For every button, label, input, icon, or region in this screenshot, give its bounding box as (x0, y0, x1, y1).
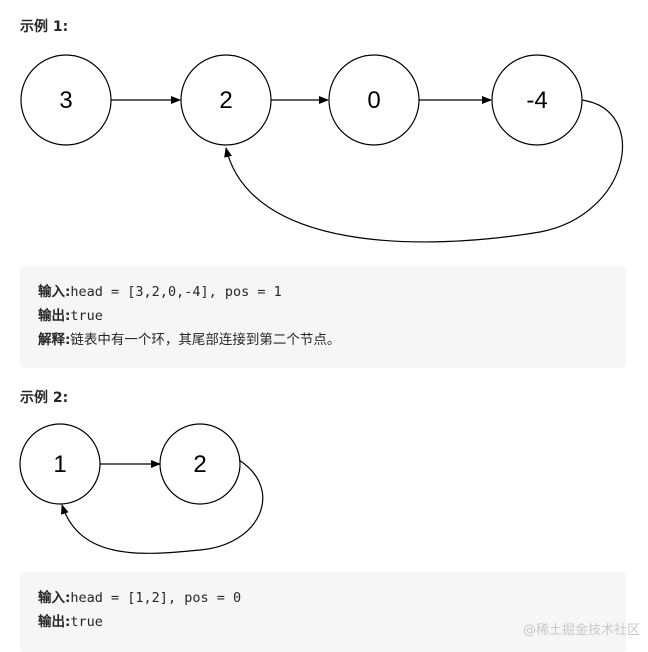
example-2-diagram: 1 2 (19, 423, 264, 554)
explanation-value: 链表中有一个环，其尾部连接到第二个节点。 (70, 332, 341, 348)
explanation-label: 解释: (38, 332, 71, 348)
input-value: head = [3,2,0,-4], pos = 1 (70, 284, 282, 300)
node-value: -4 (526, 87, 547, 114)
example-1-diagram: 3 2 0 -4 (20, 54, 624, 243)
explanation-line: 解释:链表中有一个环，其尾部连接到第二个节点。 (38, 328, 608, 352)
output-value: true (70, 308, 103, 324)
node-value: 2 (193, 451, 206, 478)
node-value: 0 (367, 87, 380, 114)
output-line: 输出:true (38, 304, 608, 328)
list-node: -4 (491, 54, 583, 146)
node-value: 1 (53, 451, 66, 478)
cycle-arrow (224, 99, 624, 243)
example-2-code-block: 输入:head = [1,2], pos = 0 输出:true (20, 572, 626, 652)
output-value: true (70, 614, 103, 630)
example-2-heading: 示例 2: (20, 390, 69, 406)
input-label: 输入: (38, 590, 71, 606)
node-value: 2 (219, 87, 232, 114)
example-1-heading: 示例 1: (20, 19, 69, 35)
output-line: 输出:true (38, 610, 608, 634)
input-label: 输入: (38, 284, 71, 300)
example-1-code-block: 输入:head = [3,2,0,-4], pos = 1 输出:true 解释… (20, 266, 626, 368)
cycle-arrow (61, 459, 264, 554)
input-line: 输入:head = [1,2], pos = 0 (38, 586, 608, 610)
watermark: @稀土掘金技术社区 (522, 623, 640, 638)
list-node: 2 (180, 54, 272, 146)
list-node: 1 (19, 423, 101, 505)
node-value: 3 (59, 87, 72, 114)
input-line: 输入:head = [3,2,0,-4], pos = 1 (38, 280, 608, 304)
output-label: 输出: (38, 308, 71, 324)
list-node: 2 (159, 423, 241, 505)
output-label: 输出: (38, 614, 71, 630)
list-node: 3 (20, 54, 112, 146)
list-node: 0 (328, 54, 420, 146)
input-value: head = [1,2], pos = 0 (70, 590, 242, 606)
